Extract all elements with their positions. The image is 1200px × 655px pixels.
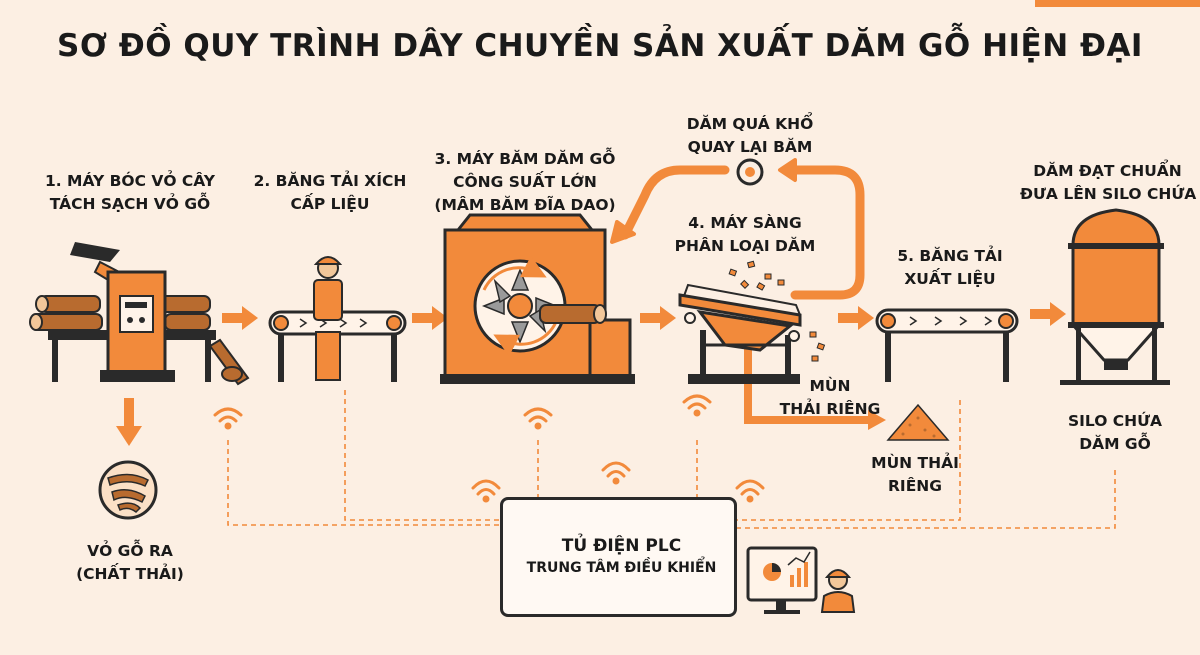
silo-icon: [1060, 208, 1170, 385]
chain-conveyor: [268, 310, 407, 382]
wifi-icon: [523, 407, 553, 430]
arrow-bark-down: [116, 398, 142, 446]
arrow-2-3: [412, 306, 448, 330]
silo-top-label: DĂM ĐẠT CHUẨN ĐƯA LÊN SILO CHỨA: [1020, 162, 1197, 203]
step-1-label: 1. MÁY BÓC VỎ CÂY TÁCH SẠCH VỎ GỖ: [44, 172, 216, 213]
wifi-icon: [601, 461, 631, 485]
wifi-icon: [471, 479, 501, 503]
debarker-machine: [29, 242, 250, 386]
wifi-icon: [735, 479, 765, 503]
worker-icon: [313, 256, 343, 381]
silo-label: SILO CHỨA DĂM GỖ: [1067, 412, 1163, 453]
step-5-label: 5. BĂNG TẢI XUẤT LIỆU: [897, 247, 1003, 288]
corner-accent: [1035, 0, 1200, 7]
process-arrows: [116, 302, 1066, 446]
recycle-label: DĂM QUÁ KHỔ QUAY LẠI BĂM: [686, 115, 814, 156]
step-4-label: 4. MÁY SÀNG PHÂN LOẠI DĂM: [674, 214, 816, 255]
arrow-1-2: [222, 306, 258, 330]
sawdust-arrow: [744, 340, 870, 424]
plc-control-panel: TỦ ĐIỆN PLC TRUNG TÂM ĐIỀU KHIỂN: [500, 497, 737, 617]
bark-icon: [98, 460, 158, 520]
step-3-label: 3. MÁY BĂM DĂM GỖ CÔNG SUẤT LỚN (MÂM BĂM…: [434, 150, 616, 214]
arrow-3-4: [640, 306, 676, 330]
chip-icon: [736, 158, 764, 186]
chipper-machine: [440, 213, 635, 384]
bark-label: VỎ GỖ RA (CHẤT THẢI): [76, 542, 184, 583]
log-icon: [29, 295, 211, 331]
plc-title: TỦ ĐIỆN PLC: [561, 536, 682, 556]
step-2-label: 2. BĂNG TẢI XÍCH CẤP LIỆU: [253, 172, 407, 213]
monitor-icon: [746, 546, 818, 614]
wifi-icon: [682, 394, 712, 417]
worker-icon: [820, 569, 856, 613]
output-conveyor: [875, 308, 1019, 382]
wifi-icon: [213, 407, 243, 430]
page-title: SƠ ĐỒ QUY TRÌNH DÂY CHUYỀN SẢN XUẤT DĂM …: [57, 28, 1143, 64]
recycle-arrow: [620, 165, 865, 300]
arrow-4-5: [838, 306, 874, 330]
screener-machine: [678, 260, 826, 384]
sawdust-pile-icon: [886, 403, 950, 441]
sawdust-arrow-label: MÙN THẢI RIÊNG: [779, 377, 881, 418]
plc-subtitle: TRUNG TÂM ĐIỀU KHIỂN: [526, 560, 717, 576]
arrow-5-silo: [1030, 302, 1066, 326]
sawdust-pile-label: MÙN THẢI RIÊNG: [871, 454, 959, 495]
